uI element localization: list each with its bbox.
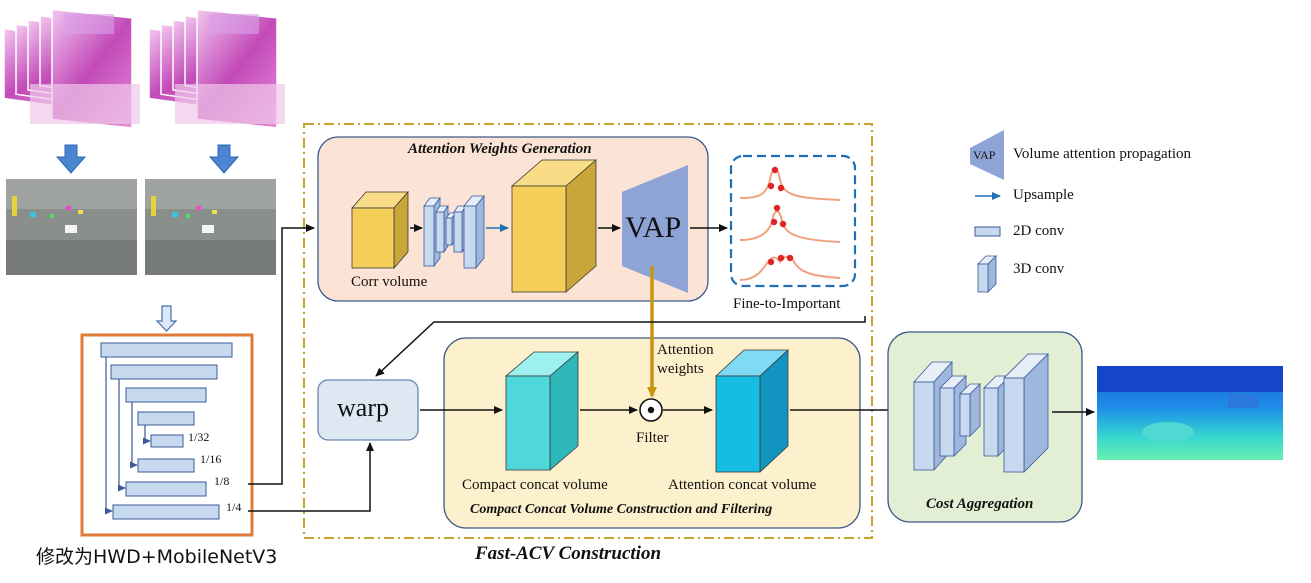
compact-concat-cube	[504, 351, 580, 471]
left-image-stack	[3, 8, 140, 129]
hourglass-3d-conv	[423, 194, 485, 270]
backbone-layers	[100, 342, 233, 520]
attention-weights-title: Attention Weights Generation	[408, 141, 592, 157]
fine-to-important-peaks	[767, 166, 794, 266]
fine-to-important-label: Fine-to-Important	[733, 296, 841, 312]
right-image-stack	[148, 8, 285, 129]
legend-vap-desc: Volume attention propagation	[1013, 146, 1192, 162]
vap-block	[622, 165, 688, 293]
legend-2d-conv: 2D conv	[1013, 223, 1065, 239]
filter-label: Filter	[636, 430, 669, 446]
backbone-note: 修改为HWD+MobileNetV3	[36, 546, 278, 568]
legend	[970, 130, 1004, 293]
input-down-arrows	[55, 144, 240, 174]
fast-acv-title: Fast-ACV Construction	[475, 543, 662, 564]
compact-concat-label: Compact concat volume	[462, 477, 608, 493]
backbone-input-arrow	[155, 305, 178, 332]
feature-to-attention-arrow	[248, 224, 315, 485]
warp-box	[317, 379, 419, 441]
cost-aggregation-title: Cost Aggregation	[926, 496, 1034, 512]
warp-label: warp	[337, 393, 389, 422]
attention-concat-cube	[714, 349, 790, 473]
feature-images	[6, 179, 276, 275]
legend-upsample: Upsample	[1013, 187, 1074, 203]
fraction-1-16: 1/16	[200, 452, 222, 466]
legend-3d-conv: 3D conv	[1013, 261, 1065, 277]
feature-to-warp-arrow	[248, 442, 374, 512]
compact-panel-title: Compact Concat Volume Construction and F…	[470, 502, 773, 517]
fraction-1-4: 1/4	[226, 500, 242, 514]
attention-concat-label: Attention concat volume	[668, 477, 817, 493]
fraction-1-8: 1/8	[214, 474, 230, 488]
corr-volume-cube	[351, 190, 409, 270]
fraction-1-32: 1/32	[188, 430, 210, 444]
fine-to-important-box	[729, 154, 857, 288]
fast-acv-frame	[303, 123, 873, 539]
feedback-arrow	[375, 316, 866, 377]
filter-operator	[639, 398, 663, 422]
disparity-output	[1097, 366, 1283, 460]
legend-vap-tag: VAP	[973, 148, 996, 162]
attention-weights-label-1: Attention	[657, 342, 714, 358]
cost-aggregation-convs	[913, 353, 1049, 473]
vap-label: VAP	[625, 211, 682, 244]
attention-weights-label-2: weights	[657, 361, 704, 377]
attention-cube	[510, 159, 598, 293]
corr-volume-label: Corr volume	[351, 274, 428, 290]
